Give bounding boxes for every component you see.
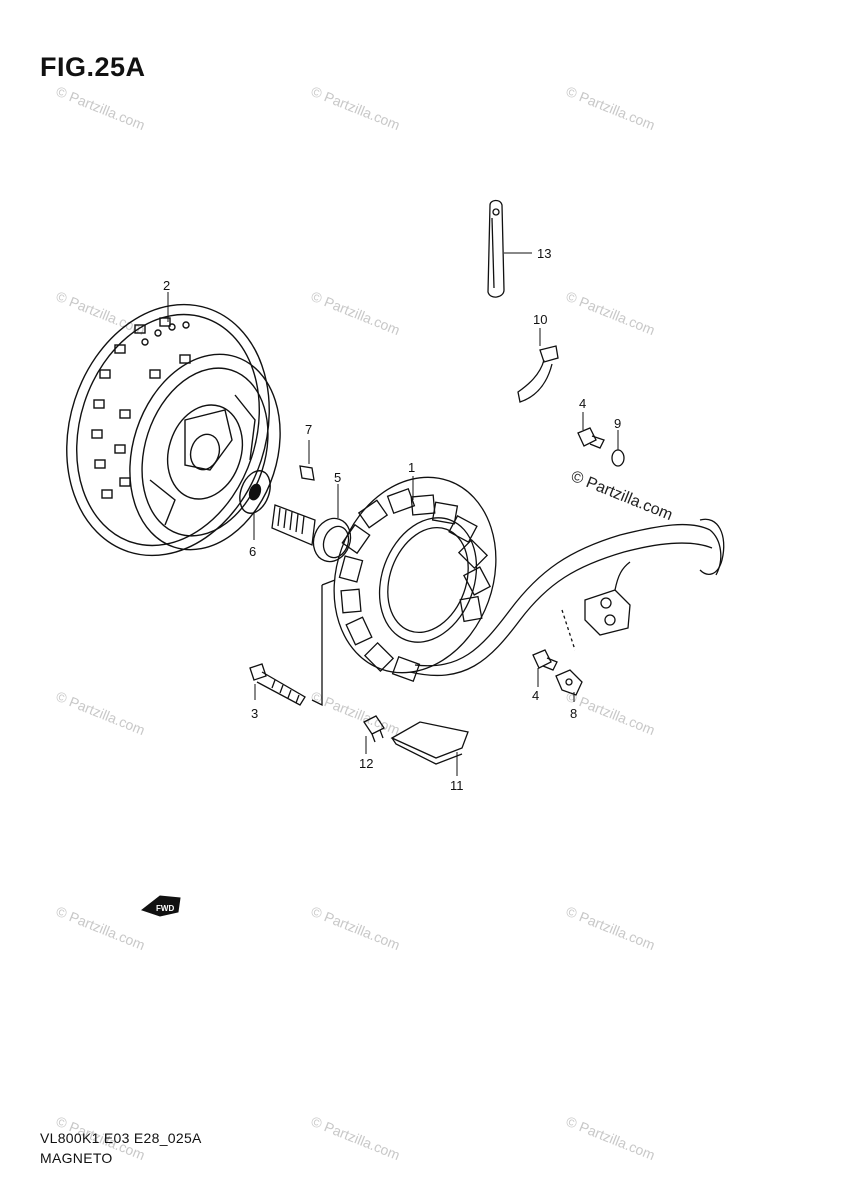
rotor-bolt: [271, 504, 352, 563]
callout-13: 13: [537, 246, 551, 261]
watermark: © Partzilla.com: [309, 288, 402, 338]
watermark: © Partzilla.com: [564, 288, 657, 338]
callout-6: 6: [249, 544, 256, 559]
figure-code: VL800K1 E03 E28_025A: [40, 1130, 202, 1146]
cover-plate: [390, 721, 469, 765]
watermark: © Partzilla.com: [54, 83, 147, 133]
watermark: © Partzilla.com: [54, 288, 147, 338]
stator-screw: [249, 579, 336, 707]
callout-4-upper: 4: [579, 396, 586, 411]
figure-name: MAGNETO: [40, 1150, 113, 1166]
watermark: © Partzilla.com: [309, 83, 402, 133]
rotor-flywheel: [66, 303, 281, 557]
watermark: © Partzilla.com: [564, 903, 657, 953]
callout-4-lower: 4: [532, 688, 539, 703]
watermark: © Partzilla.com: [309, 688, 402, 738]
callout-12: 12: [359, 756, 373, 771]
callout-labels: 1 2 3 4 4 5 6 7 8 9 10 11 12 13: [163, 246, 621, 793]
callout-1: 1: [408, 460, 415, 475]
callout-8: 8: [570, 706, 577, 721]
lock-washer: [611, 449, 625, 467]
watermark-overlay: © Partzilla.com: [569, 468, 675, 524]
watermark: © Partzilla.com: [564, 688, 657, 738]
wire-guide: [487, 199, 505, 298]
watermark: © Partzilla.com: [309, 1113, 402, 1163]
watermark: © Partzilla.com: [54, 688, 147, 738]
callout-7: 7: [305, 422, 312, 437]
callout-2: 2: [163, 278, 170, 293]
callout-9: 9: [614, 416, 621, 431]
screw-upper: [577, 427, 605, 449]
leader-lines: [167, 252, 619, 776]
figure-title: FIG.25A: [40, 52, 146, 82]
stator: [333, 476, 725, 683]
watermark: © Partzilla.com: [564, 1113, 657, 1163]
watermark: © Partzilla.com: [564, 83, 657, 133]
washer: [239, 470, 271, 514]
screw-lower: [532, 649, 558, 671]
clamp-screw: [363, 715, 385, 743]
fwd-arrow-icon: FWD: [140, 895, 181, 917]
wire-clamp: [517, 345, 559, 403]
fwd-label: FWD: [156, 904, 174, 913]
callout-11: 11: [450, 778, 464, 793]
callout-10: 10: [533, 312, 547, 327]
watermark: © Partzilla.com: [309, 903, 402, 953]
callout-3: 3: [251, 706, 258, 721]
key: [299, 465, 315, 481]
callout-5: 5: [334, 470, 341, 485]
clamp: [555, 609, 583, 696]
watermark: © Partzilla.com: [54, 903, 147, 953]
